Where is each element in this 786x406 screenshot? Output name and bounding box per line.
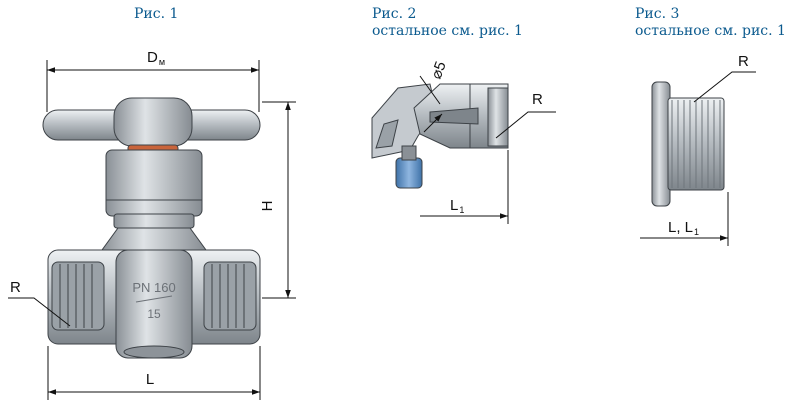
- r-leader-fig1: [8, 297, 71, 327]
- right-port: [203, 261, 257, 331]
- l1-dimension: [420, 150, 509, 224]
- body-neck: [101, 227, 207, 251]
- l-label: L: [146, 371, 154, 388]
- fig3-caption: Рис. 3: [635, 6, 680, 22]
- fig1-valve: [42, 97, 261, 359]
- blue-plug: [395, 157, 423, 189]
- fig2-note: остальное см. рис. 1: [372, 23, 523, 39]
- r-label-fig3: R: [738, 53, 749, 70]
- h-label: H: [259, 201, 276, 212]
- dm-dimension: [46, 60, 260, 112]
- handle-hub: [113, 97, 193, 147]
- r-label-fig1: R: [10, 279, 21, 296]
- marking-divider: [135, 295, 173, 303]
- plug-flange: [651, 81, 671, 207]
- r-leader-fig2: [495, 111, 556, 139]
- dm-label: Dм: [147, 49, 165, 67]
- fig3-plug: [651, 81, 725, 207]
- fig2-fitting: [371, 83, 509, 189]
- l-dimension: [47, 346, 261, 400]
- diam5-label: ⌀5: [428, 59, 450, 81]
- l-l1-dimension: [640, 192, 729, 246]
- body-marking-size: 15: [147, 307, 161, 321]
- l1-label: L1: [450, 197, 464, 215]
- r-leader-fig3: [693, 71, 756, 103]
- technical-drawing: PN 160 15 Dм H R L: [8, 49, 756, 400]
- fig3-note: остальное см. рис. 1: [635, 23, 786, 39]
- fig2-caption: Рис. 2: [372, 6, 417, 22]
- l-l1-label: L, L1: [668, 219, 699, 237]
- diam5-leader: [419, 75, 443, 133]
- fig1-caption: Рис. 1: [134, 6, 179, 22]
- bonnet-collar: [113, 213, 195, 229]
- body-marking-pressure: PN 160: [132, 280, 175, 295]
- body-center-panel: [115, 249, 193, 359]
- left-port: [51, 261, 105, 331]
- r-label-fig2: R: [532, 91, 543, 108]
- bonnet-nut: [105, 149, 203, 217]
- h-dimension: [262, 101, 296, 299]
